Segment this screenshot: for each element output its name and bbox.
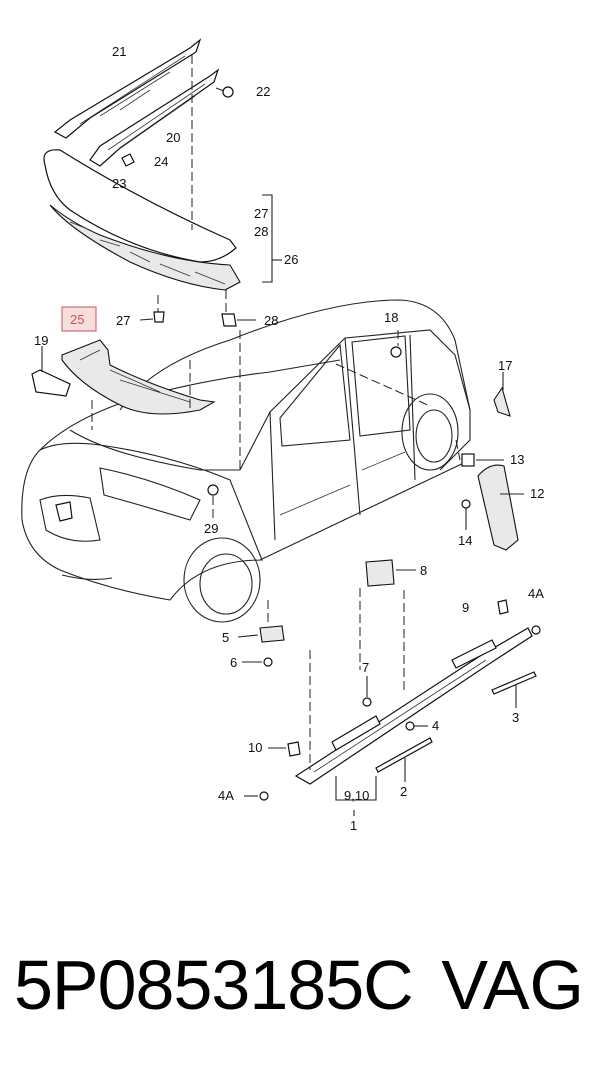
trim-strip-2 [375, 737, 433, 782]
callout-27: 27 [254, 206, 268, 221]
screw-22 [215, 86, 234, 98]
clip-24 [121, 153, 135, 167]
callout-22: 22 [256, 84, 270, 99]
callout-17: 17 [498, 358, 512, 373]
callout-28-lower: 28 [264, 313, 278, 328]
side-skirt-1 [294, 627, 533, 785]
clip-10 [268, 741, 301, 757]
callout-9-10: 9,10 [344, 788, 369, 803]
bracket-5 [237, 625, 285, 643]
screw-6 [242, 657, 273, 667]
plug-27 [139, 311, 165, 323]
clip-28 [221, 313, 256, 327]
callout-12: 12 [530, 486, 544, 501]
callout-26: 26 [284, 252, 298, 267]
callout-25: 25 [70, 312, 84, 327]
screw-4a-top [531, 625, 541, 635]
screw-14 [461, 499, 471, 530]
cover-19 [31, 346, 71, 397]
part-number: 5P0853185C [14, 946, 414, 1024]
callout-2: 2 [400, 784, 407, 799]
highlight-box-25 [61, 306, 97, 332]
screw-4 [405, 721, 428, 731]
screw-4a-bottom [244, 791, 269, 801]
callout-19: 19 [34, 333, 48, 348]
clip-7 [362, 676, 372, 707]
moulding-strip-21 [53, 38, 202, 139]
callout-3: 3 [512, 710, 519, 725]
callout-10: 10 [248, 740, 262, 755]
clip-29 [207, 484, 219, 518]
callout-21: 21 [112, 44, 126, 59]
clip-13 [461, 453, 504, 467]
callout-18: 18 [384, 310, 398, 325]
callout-6: 6 [230, 655, 237, 670]
parts-exploded-diagram: 21 22 20 24 23 27 28 26 25 27 28 18 19 1… [21, 38, 544, 833]
footer-caption: 5P0853185C VAG [0, 930, 600, 1040]
callout-13: 13 [510, 452, 524, 467]
moulding-strip-20 [89, 68, 220, 167]
callout-5: 5 [222, 630, 229, 645]
callout-20: 20 [166, 130, 180, 145]
callout-1: 1 [350, 818, 357, 833]
callout-7: 7 [362, 660, 369, 675]
bracket-8 [365, 559, 416, 587]
callout-27-lower: 27 [116, 313, 130, 328]
callout-8: 8 [420, 563, 427, 578]
callout-23: 23 [112, 176, 126, 191]
trim-strip-3 [491, 671, 537, 708]
callout-4a-top: 4A [528, 586, 544, 601]
car-body [21, 299, 471, 623]
scuttle-panel-25 [61, 339, 216, 415]
callout-24: 24 [154, 154, 168, 169]
trim-17 [493, 372, 511, 417]
wheel-arch-trim-12 [477, 464, 524, 551]
brand-name: VAG [441, 946, 584, 1024]
clip-9 [497, 599, 509, 615]
bolt-18 [390, 346, 402, 358]
callout-9: 9 [462, 600, 469, 615]
callout-28: 28 [254, 224, 268, 239]
spoiler-26 [43, 149, 241, 291]
callout-4: 4 [432, 718, 439, 733]
callout-4a-bottom: 4A [218, 788, 234, 803]
callout-14: 14 [458, 533, 472, 548]
callout-29: 29 [204, 521, 218, 536]
